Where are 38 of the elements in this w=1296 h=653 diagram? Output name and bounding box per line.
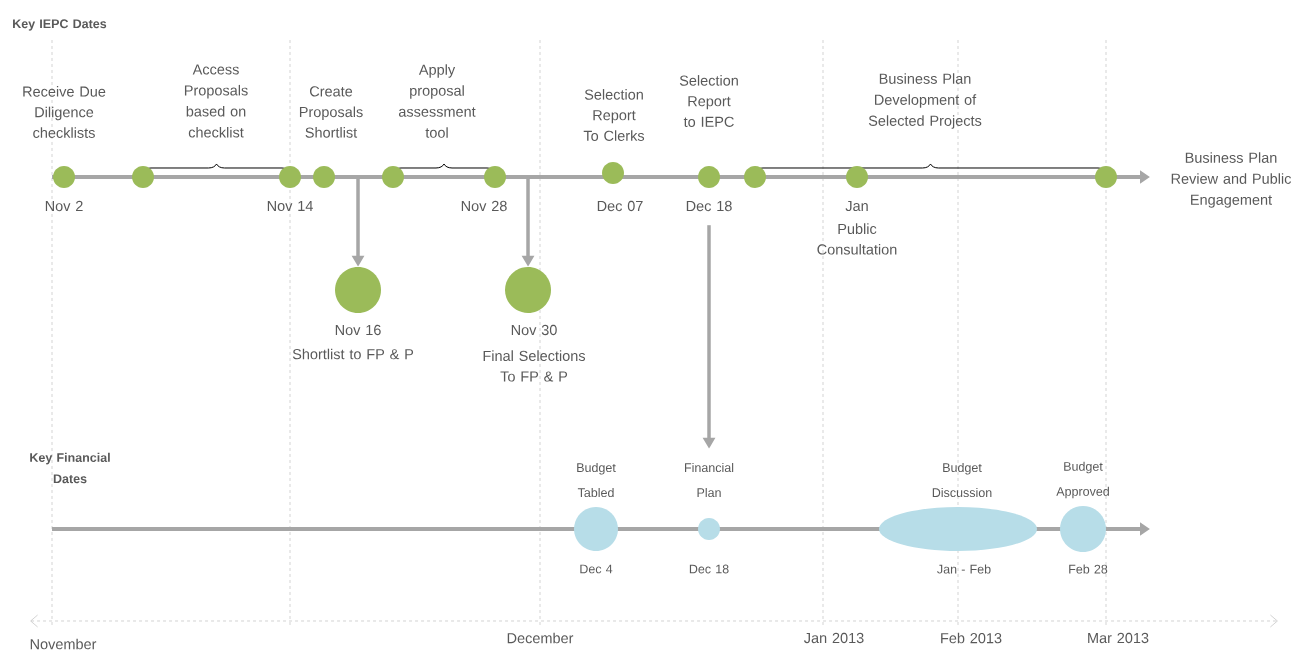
- milestone-label: Receive Due Diligence checklists: [23, 86, 106, 138]
- date-label: Dec 4: [580, 564, 613, 574]
- milestone-label: Shortlist to FP & P: [292, 348, 414, 360]
- bracket-label: Business Plan Development of Selected Projects: [868, 73, 982, 129]
- milestone-label: Budget Discussion: [932, 462, 992, 498]
- milestone-label: Budget Approved: [1056, 461, 1109, 499]
- milestone-label: Budget Tabled: [577, 462, 616, 498]
- month-label: November: [30, 638, 97, 650]
- date-label: Nov 2: [45, 200, 83, 212]
- date-label: Dec 18: [686, 200, 732, 212]
- month-label: Mar 2013: [1088, 632, 1149, 644]
- date-label: Dec 18: [689, 564, 729, 574]
- bracket-label: Apply proposal assessment tool: [398, 64, 476, 138]
- endpoint-label: Business Plan Review and Public Engagement: [1171, 152, 1292, 208]
- milestone-label: Selection Report to IEPC: [679, 75, 738, 127]
- date-label: Nov 16: [335, 324, 381, 336]
- section-heading: Key IEPC Dates: [13, 19, 107, 31]
- milestone-label: Final Selections To FP & P: [483, 350, 586, 382]
- date-label: Jan: [845, 200, 868, 212]
- date-label: Nov 14: [267, 200, 313, 212]
- milestone-label: Financial Plan: [685, 462, 734, 498]
- milestone-label: Selection Report To Clerks: [583, 89, 645, 141]
- month-label: December: [507, 632, 574, 644]
- milestone-dot: [382, 166, 404, 188]
- month-label: Jan 2013: [804, 632, 864, 644]
- date-label: Jan - Feb: [937, 564, 991, 574]
- date-label: Dec 07: [597, 200, 643, 212]
- month-label: Feb 2013: [941, 632, 1002, 644]
- milestone-dot: [132, 166, 154, 188]
- section-heading: Key Financial Dates: [30, 452, 110, 484]
- bracket-label: Access Proposals based on checklist: [184, 64, 248, 138]
- date-label: Nov 30: [511, 324, 557, 336]
- date-label: Nov 28: [461, 200, 507, 212]
- milestone-label: Public Consultation: [817, 223, 897, 255]
- date-label: Feb 28: [1069, 564, 1108, 574]
- milestone-label: Create Proposals Shortlist: [299, 86, 363, 138]
- milestone-dot: [1095, 166, 1117, 188]
- milestone-dot: [744, 166, 766, 188]
